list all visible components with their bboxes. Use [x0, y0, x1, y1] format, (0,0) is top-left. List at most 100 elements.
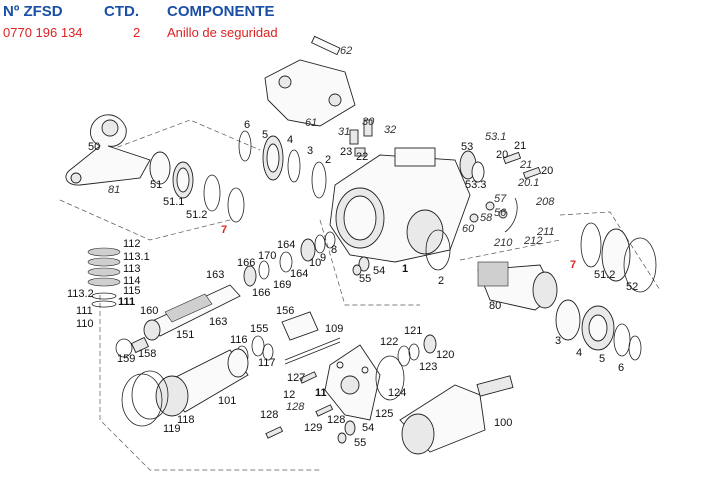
part-label: 208 — [535, 196, 555, 208]
part-label: 166 — [237, 257, 255, 269]
part-label: 61 — [305, 117, 317, 129]
part-label: 128 — [260, 409, 278, 421]
part-label: 117 — [258, 357, 276, 369]
part-label: 62 — [340, 45, 352, 57]
part-label: 101 — [218, 395, 236, 407]
part-label: 1 — [402, 263, 408, 275]
part-label: 112 — [123, 238, 141, 250]
part-label: 6 — [244, 119, 250, 131]
worm-shaft — [143, 284, 241, 341]
cylinder — [155, 348, 249, 417]
part-label: 110 — [76, 318, 94, 330]
part-label: 54 — [373, 265, 385, 277]
part-label: 160 — [140, 305, 158, 317]
part-label: 127 — [287, 372, 305, 384]
part-label: 128 — [327, 414, 345, 426]
part-label: 20 — [541, 165, 553, 177]
part-label: 9 — [320, 252, 326, 264]
part-label: 54 — [362, 422, 374, 434]
pitman-arm — [65, 114, 151, 186]
part-label: 23 — [340, 146, 352, 158]
part-label: 58 — [480, 212, 493, 224]
part-label: 51 — [150, 179, 162, 191]
part-label: 53.1 — [485, 131, 506, 143]
part-label: 32 — [384, 124, 396, 136]
header-component: COMPONENTE — [167, 3, 275, 20]
part-label: 100 — [494, 417, 512, 429]
part-label: 170 — [258, 250, 276, 262]
part-label: 155 — [250, 323, 268, 335]
part-label: 210 — [493, 237, 513, 249]
part-label: 124 — [388, 387, 406, 399]
part-label: 166 — [252, 287, 270, 299]
header-part-number: Nº ZFSD — [3, 3, 63, 20]
part-label: 169 — [273, 279, 291, 291]
row-quantity: 2 — [133, 25, 141, 40]
part-label: 212 — [523, 235, 542, 247]
part-label: 128 — [286, 401, 305, 413]
part-label: 116 — [230, 334, 248, 346]
part-label: 123 — [419, 361, 437, 373]
part-label: 159 — [117, 353, 135, 365]
part-label: 129 — [304, 422, 322, 434]
part-label: 22 — [356, 151, 368, 163]
part-label: 125 — [375, 408, 393, 420]
part-label: 55 — [359, 273, 371, 285]
part-label: 60 — [462, 223, 475, 235]
part-label: 20 — [496, 149, 508, 161]
part-label: 2 — [438, 275, 444, 287]
row-component: Anillo de seguridad — [167, 25, 278, 40]
part-label: 111 — [118, 296, 135, 308]
part-label: 31 — [338, 126, 350, 138]
part-label: 7 — [570, 259, 576, 271]
part-label: 156 — [276, 305, 294, 317]
part-label: 113.1 — [123, 251, 150, 263]
steering-housing — [329, 147, 471, 263]
part-label: 115 — [123, 285, 141, 297]
part-label: 2 — [325, 154, 331, 166]
part-label: 164 — [290, 268, 308, 280]
part-label: 4 — [287, 134, 293, 146]
part-label: 57 — [494, 193, 507, 205]
part-label: 5 — [599, 353, 605, 365]
part-label: 51.2 — [186, 209, 207, 221]
part-label: 5 — [262, 129, 268, 141]
part-label: 4 — [576, 347, 582, 359]
part-label: 30 — [362, 116, 375, 128]
part-label: 12 — [283, 389, 295, 401]
part-label: 7 — [221, 224, 227, 236]
part-label: 52 — [626, 281, 638, 293]
sector-shaft — [477, 261, 558, 311]
part-label: 50 — [88, 141, 100, 153]
part-label: 163 — [209, 316, 227, 328]
part-label: 109 — [325, 323, 343, 335]
part-label: 11 — [315, 387, 327, 399]
part-label: 122 — [380, 336, 398, 348]
mounting-bracket — [264, 35, 356, 127]
part-label: 20.1 — [517, 177, 539, 189]
part-label: 21 — [514, 140, 526, 152]
part-label: 120 — [436, 349, 454, 361]
part-label: 51.1 — [163, 196, 184, 208]
part-label: 6 — [618, 362, 624, 374]
valve-assembly — [399, 375, 514, 455]
part-label: 118 — [177, 414, 195, 426]
part-label: 56 — [494, 207, 507, 219]
part-label: 113 — [123, 263, 141, 275]
part-label: 80 — [489, 300, 501, 312]
part-label: 10 — [309, 257, 321, 269]
seal-stack — [87, 247, 121, 308]
part-label: 163 — [206, 269, 224, 281]
header-quantity: CTD. — [104, 3, 139, 20]
part-label: 158 — [138, 348, 156, 360]
part-label: 3 — [307, 145, 313, 157]
part-label: 151 — [176, 329, 194, 341]
part-label: 3 — [555, 335, 561, 347]
part-label: 111 — [76, 305, 93, 317]
part-label: 81 — [108, 184, 120, 196]
part-label: 114 — [123, 275, 141, 287]
part-label: 113.2 — [67, 288, 94, 300]
